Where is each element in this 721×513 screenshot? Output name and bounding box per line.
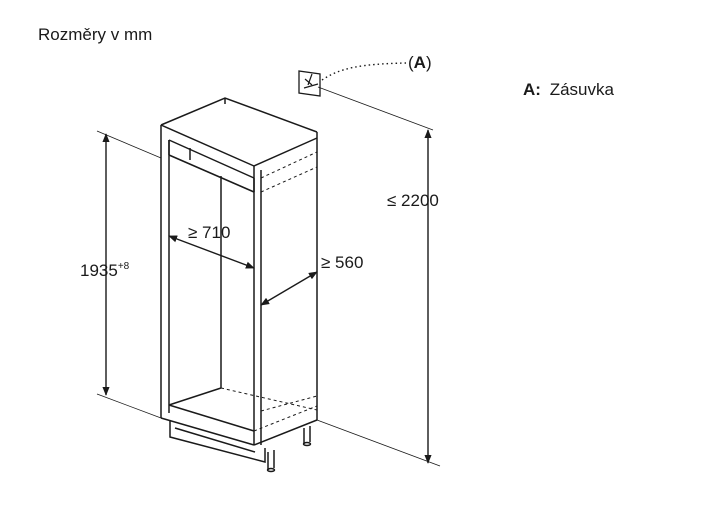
niche-height-label: 1935 <box>80 261 118 280</box>
legend-text: Zásuvka <box>550 80 615 99</box>
max-height-label: ≤ 2200 <box>387 191 439 210</box>
min-depth-dimension: ≥ 560 <box>260 253 363 306</box>
cabinet-hidden-edges <box>220 151 318 432</box>
min-width-dimension: ≥ 710 <box>168 223 255 269</box>
legend: A: Zásuvka <box>523 80 614 99</box>
niche-height-tolerance: +8 <box>118 261 130 272</box>
cabinet <box>160 97 318 473</box>
legend-key: A: <box>523 80 541 99</box>
svg-text:A: Zásuvka: A: Zásuvka <box>523 80 614 99</box>
max-height-dimension: ≤ 2200 <box>387 129 439 464</box>
min-width-label: ≥ 710 <box>188 223 230 242</box>
niche-height-dimension: 1935+8 <box>80 133 130 396</box>
min-depth-label: ≥ 560 <box>321 253 363 272</box>
diagram-title: Rozměry v mm <box>38 25 152 44</box>
callout-leader <box>321 62 407 81</box>
callout-marker: (A) <box>408 53 432 72</box>
power-socket-icon <box>298 70 321 97</box>
svg-text:1935+8: 1935+8 <box>80 261 130 280</box>
